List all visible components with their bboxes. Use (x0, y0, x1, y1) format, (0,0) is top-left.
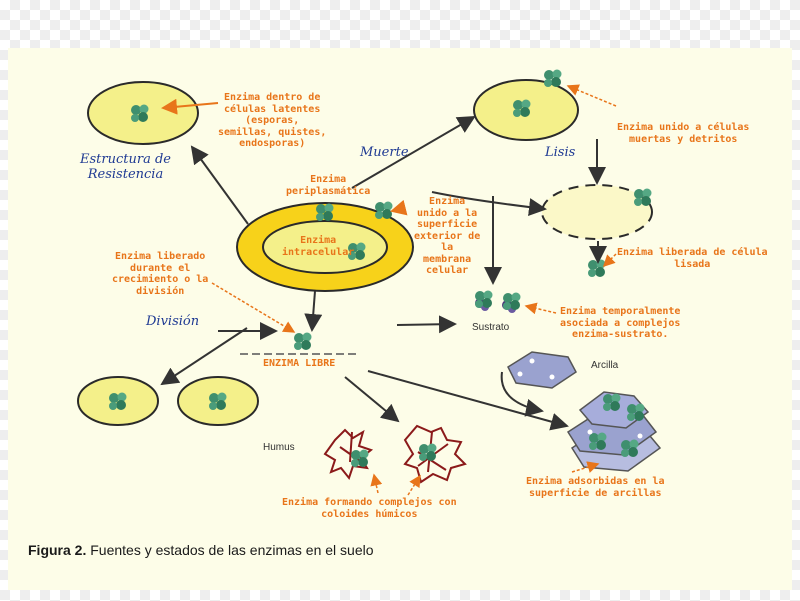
dead-cell (473, 69, 579, 141)
daughter-cell-right (177, 376, 259, 426)
label-periplasmatica: Enzima periplasmática (286, 174, 371, 197)
label-unido-superficie: Enzima unido a la superficie exterior de… (414, 196, 481, 276)
dormant-cell (87, 81, 199, 145)
caption-figure-number: Figura 2. (28, 542, 87, 558)
label-muerte: Muerte (360, 145, 409, 160)
central-cell (236, 201, 414, 292)
figure-caption: Figura 2. Fuentes y estados de las enzim… (28, 542, 374, 558)
label-sustrato: Sustrato (472, 322, 510, 333)
label-complejos-coloides: Enzima formando complejos con coloides h… (282, 497, 457, 520)
clay-stack (566, 391, 662, 472)
label-division: División (146, 314, 200, 329)
label-arcilla: Arcilla (591, 360, 619, 371)
process-arrows (160, 115, 607, 431)
label-liberada-lisada: Enzima liberada de célula lisada (617, 247, 768, 270)
free-enzyme (240, 332, 356, 355)
label-adsorbidas: Enzima adsorbidas en la superficie de ar… (526, 476, 665, 499)
label-intracelular: Enzima intracelular (282, 235, 355, 258)
humus-cluster (323, 424, 467, 484)
lysed-cell (541, 184, 653, 277)
label-enzima-libre: ENZIMA LIBRE (263, 358, 336, 369)
label-liberado-crecimiento: Enzima liberado durante el crecimiento o… (112, 251, 209, 297)
clay-particle-small (507, 351, 577, 389)
label-lisis: Lisis (545, 145, 576, 160)
daughter-cell-left (77, 376, 159, 426)
label-unido-celulas: Enzima unido a células muertas y detrito… (617, 122, 750, 145)
label-estructura-resistencia: Estructura de Resistencia (80, 152, 171, 182)
label-humus: Humus (263, 442, 295, 453)
substrate-complex (475, 290, 521, 313)
label-temporalmente: Enzima temporalmente asociada a complejo… (560, 306, 681, 340)
caption-text: Fuentes y estados de las enzimas en el s… (86, 542, 374, 558)
label-enzima-dentro: Enzima dentro de células latentes (espor… (218, 92, 327, 149)
